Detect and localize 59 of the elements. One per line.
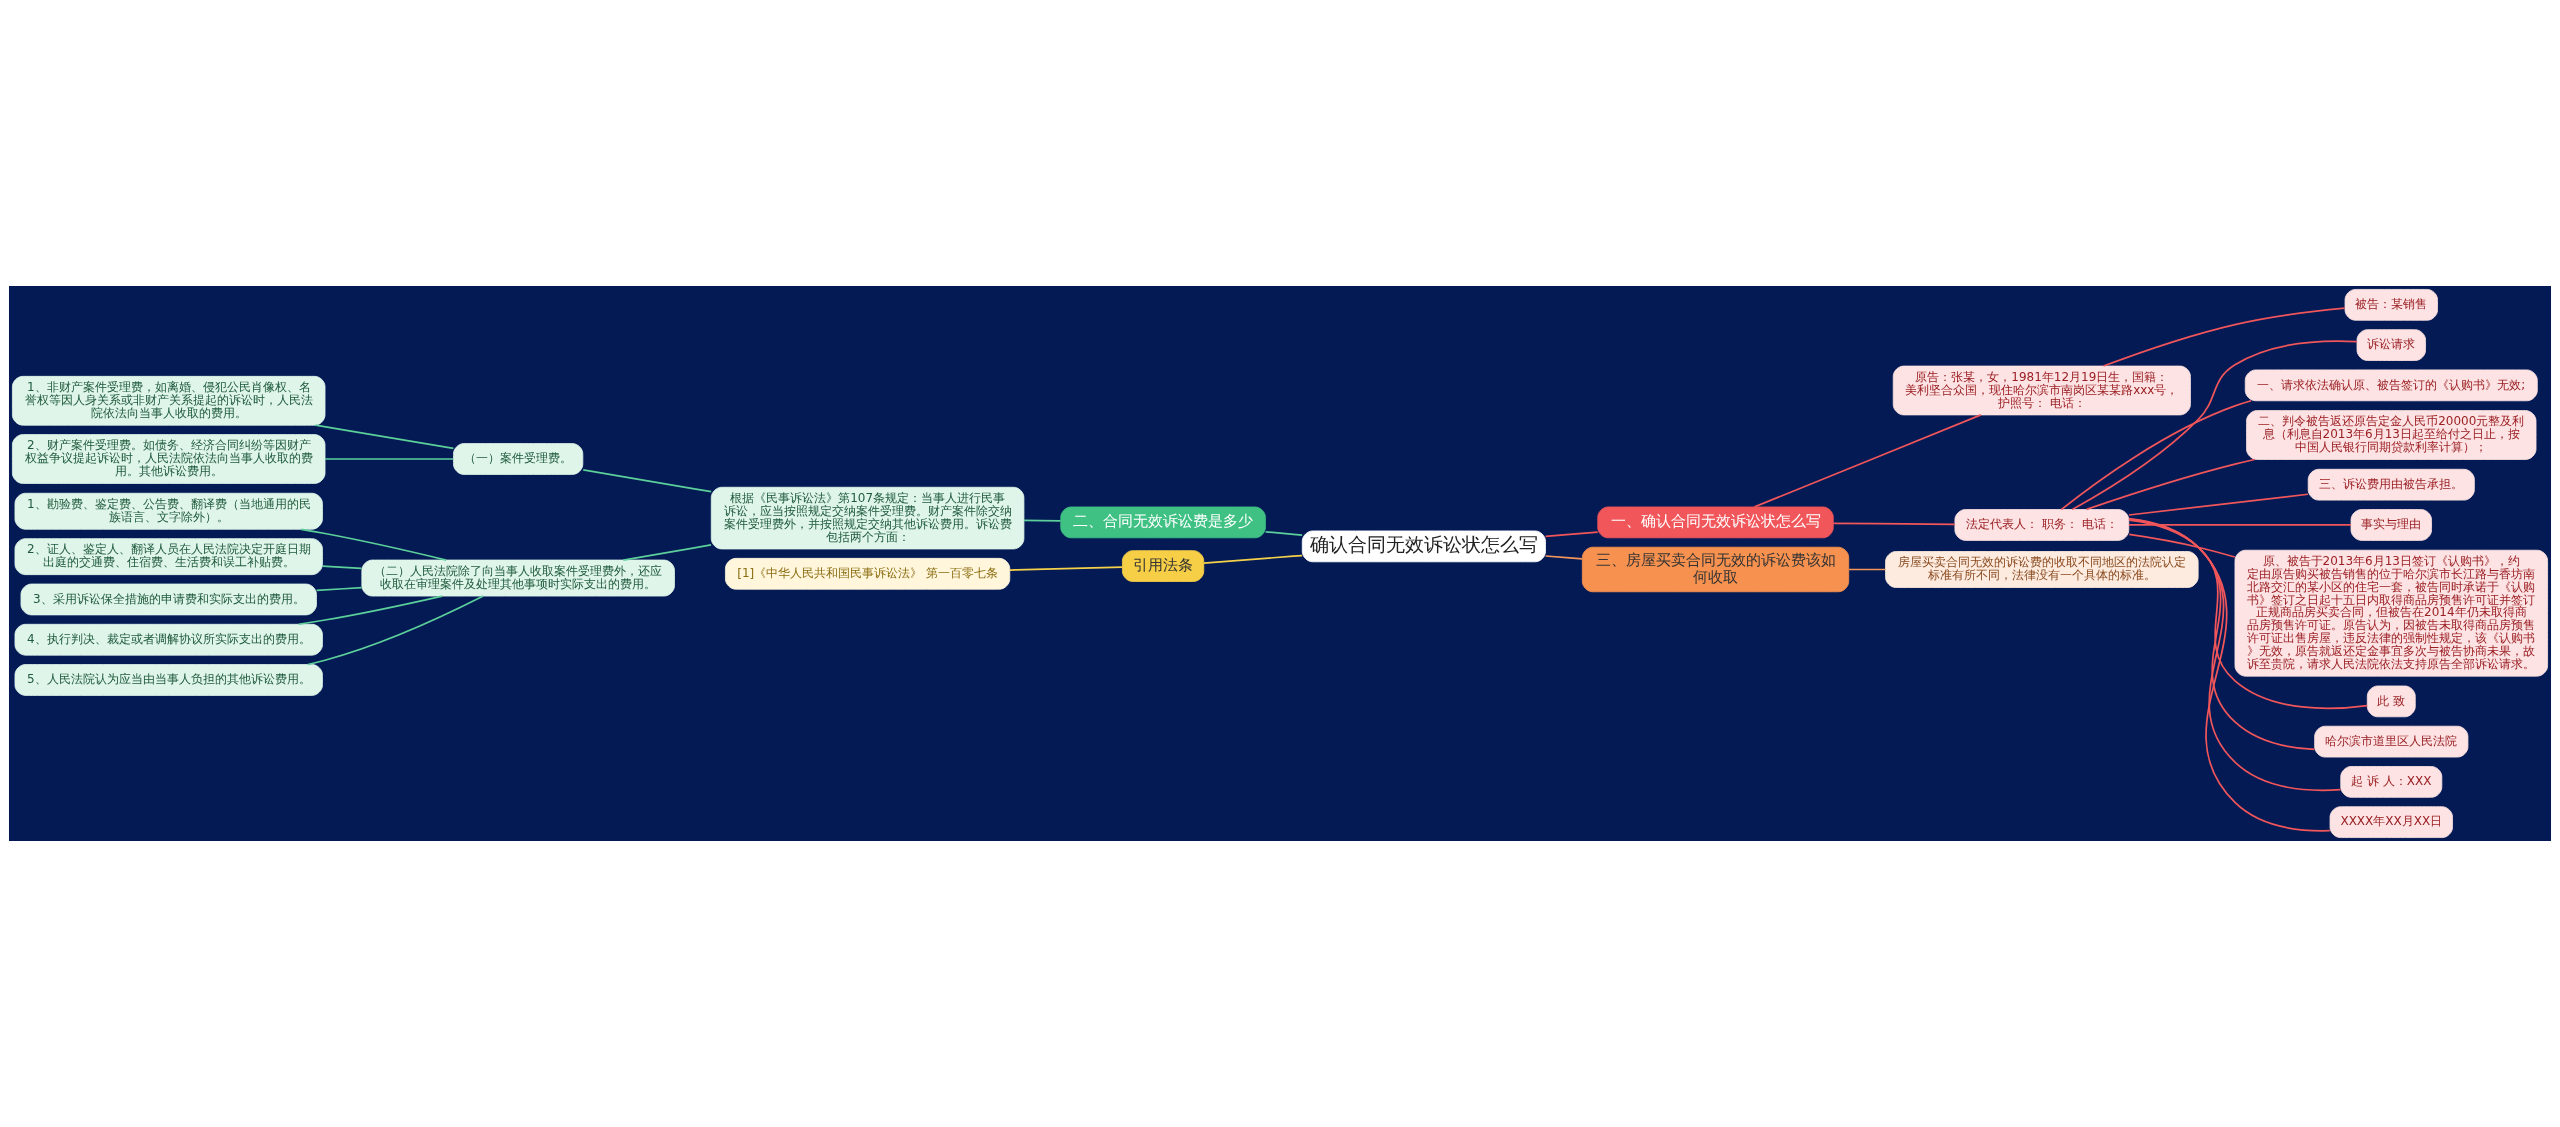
node-box: 二、判令被告返还原告定金人民币20000元整及利息（利息自2013年6月13日起至给付之日止，按中国人民银行同期贷款利率计算）； xyxy=(2246,410,2537,460)
connector xyxy=(1203,554,1303,564)
node-box: 2、财产案件受理费。如债务、经济合同纠纷等因财产权益争议提起诉讼时，人民法院依法向当事人收取的费用。其他诉讼费用。 xyxy=(12,434,326,484)
connector xyxy=(300,528,447,561)
connector xyxy=(1832,522,1956,526)
node-box: 2、证人、鉴定人、翻译人员在人民法院决定开庭日期出庭的交通费、住宿费、生活费和误工补贴费。 xyxy=(14,538,323,576)
connector xyxy=(1544,531,1599,538)
node-box: 4、执行判决、裁定或者调解协议所实际支出的费用。 xyxy=(14,623,323,656)
connector xyxy=(1848,568,1887,571)
connector xyxy=(2128,518,2316,751)
connector xyxy=(1544,555,1584,560)
connector xyxy=(582,469,713,493)
node-box: 三、诉讼费用由被告承担。 xyxy=(2307,468,2475,501)
node-box: 哈尔滨市道里区人民法院 xyxy=(2314,725,2469,758)
connector xyxy=(622,544,712,561)
connector xyxy=(1264,530,1303,537)
node-box: 二、合同无效诉讼费是多少 xyxy=(1060,506,1266,539)
connector xyxy=(2128,519,2369,710)
node-box: 诉讼请求 xyxy=(2356,329,2426,361)
node-box: [1]《中华人民共和国民事诉讼法》 第一百零七条 xyxy=(725,557,1011,590)
connector xyxy=(2128,524,2352,526)
connector xyxy=(2128,533,2236,558)
connector xyxy=(297,595,444,626)
node-box: 原、被告于2013年6月13日签订《认购书》，约定由原告购买被告销售的位于哈尔滨市长江路与香坊南北路交汇的某小区的住宅一套，被告同时承诺于《认购书》签订之日起十五日内取得商品房预售许可证并签订正规商品房买卖合同，但被告在2014年仍未取得商品房预售许可证。原告认为，因被告未取得商品房预售许可证出售房屋，违反法律的强制性规定，该《认购书》无效，原告就返还定金事宜多次与被告协商未果，故诉至贵院，请求人民法院依法支持原告全部诉讼请求。 xyxy=(2234,549,2548,677)
connector xyxy=(306,595,485,666)
connector xyxy=(2128,518,2342,792)
node-box: XXXX年XX月XX日 xyxy=(2329,806,2453,838)
connector xyxy=(2060,399,2252,511)
node-box: 确认合同无效诉讼状怎么写 xyxy=(1301,530,1546,563)
node-box: 一、请求依法确认原、被告签订的《认购书》无效; xyxy=(2244,369,2538,402)
connector xyxy=(2128,493,2309,516)
node-box: 三、房屋买卖合同无效的诉讼费该如何收取 xyxy=(1581,546,1850,593)
connector xyxy=(1023,519,1062,522)
node-box: 房屋买卖合同无效的诉讼费的收取不同地区的法院认定标准有所不同，法律没有一个具体的标准。 xyxy=(1885,551,2199,588)
node-box: （一）案件受理费。 xyxy=(453,443,584,475)
connector xyxy=(1753,414,1982,508)
connector xyxy=(324,458,455,460)
node-box: 此 致 xyxy=(2366,685,2416,718)
connector xyxy=(321,565,363,570)
connector xyxy=(2085,458,2256,511)
node-box: （二）人民法院除了向当事人收取案件受理费外，还应收取在审理案件及处理其他事项时实际支出的费用。 xyxy=(361,559,675,597)
connector xyxy=(2102,307,2346,367)
node-box: 原告：张某，女，1981年12月19日生，国籍：美利坚合众国，现住哈尔滨市南岗区某某路xxx号，护照号： 电话： xyxy=(1892,365,2191,416)
node-box: 事实与理由 xyxy=(2350,509,2432,541)
node-box: 1、勘验费、鉴定费、公告费、翻译费（当地通用的民族语言、文字除外）。 xyxy=(14,492,323,530)
node-box: 一、确认合同无效诉讼状怎么写 xyxy=(1597,506,1834,539)
connector xyxy=(2071,340,2358,511)
node-box: 被告：某销售 xyxy=(2344,289,2438,321)
connector xyxy=(2128,517,2331,832)
node-box: 1、非财产案件受理费，如离婚、侵犯公民肖像权、名誉权等因人身关系或非财产关系提起的诉讼时，人民法院依法向当事人收取的费用。 xyxy=(12,375,326,426)
node-box: 5、人民法院认为应当由当事人负担的其他诉讼费用。 xyxy=(14,664,323,696)
node-box: 3、采用诉讼保全措施的申请费和实际支出的费用。 xyxy=(20,583,317,616)
connector xyxy=(315,586,363,592)
node-box: 根据《民事诉讼法》第107条规定：当事人进行民事诉讼，应当按照规定交纳案件受理费。财产案件除交纳案件受理费外，并按照规定交纳其他诉讼费用。诉讼费包括两个方面： xyxy=(710,486,1025,550)
node-box: 法定代表人： 职务： 电话： xyxy=(1954,509,2130,541)
node-box: 起 诉 人：XXX xyxy=(2340,766,2443,798)
connector xyxy=(1009,566,1123,571)
node-box: 引用法条 xyxy=(1122,550,1205,582)
connector xyxy=(314,424,455,450)
